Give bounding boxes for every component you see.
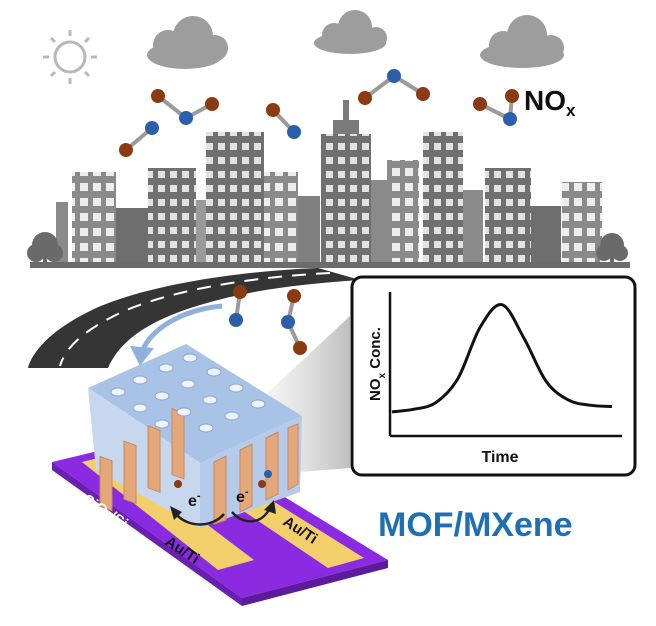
x-axis-label: Time xyxy=(481,449,518,466)
arrow-head-icon xyxy=(264,500,276,514)
cloud-icon xyxy=(314,10,387,54)
arrow-head-icon xyxy=(130,346,154,366)
nox-molecule xyxy=(281,289,307,355)
nox-molecule xyxy=(119,121,159,157)
mof-pores xyxy=(110,353,266,433)
arrow-head-icon xyxy=(170,506,182,520)
sun-icon xyxy=(43,30,97,84)
adsorbed-molecule xyxy=(174,480,182,488)
cloud-icon xyxy=(147,16,228,69)
adsorbed-molecule xyxy=(264,470,272,478)
road xyxy=(28,268,360,368)
sensor-device: e- e- xyxy=(52,344,388,606)
y-axis-label: NOx Conc. xyxy=(367,327,388,401)
nox-molecule xyxy=(358,69,430,105)
chart-frame xyxy=(350,275,637,477)
nox-molecule xyxy=(266,103,301,139)
series-line xyxy=(391,303,613,414)
response-chart: Time NOx Conc. xyxy=(350,275,637,477)
mxene-sheets xyxy=(99,407,299,525)
nox-molecule xyxy=(229,285,247,327)
tree-icon xyxy=(596,233,628,264)
mof-mxene-title: MOF/MXene xyxy=(378,506,573,544)
electrode-right xyxy=(236,498,364,568)
nox-molecule xyxy=(151,89,219,125)
electron-arrow-left xyxy=(175,513,225,526)
nox-molecule xyxy=(473,89,519,126)
mof-left-face xyxy=(88,388,200,528)
electron-left-label: e- xyxy=(188,490,201,510)
adsorbed-molecule xyxy=(258,480,266,488)
city-skyline xyxy=(30,100,630,268)
cloud-icon xyxy=(480,15,564,68)
mof-top xyxy=(88,344,302,462)
flow-arrow xyxy=(139,303,223,353)
tree-icon xyxy=(27,232,63,264)
nox-label: NOx xyxy=(524,85,576,120)
electron-arrow-right xyxy=(231,507,272,523)
electron-right-label: e- xyxy=(236,486,249,506)
